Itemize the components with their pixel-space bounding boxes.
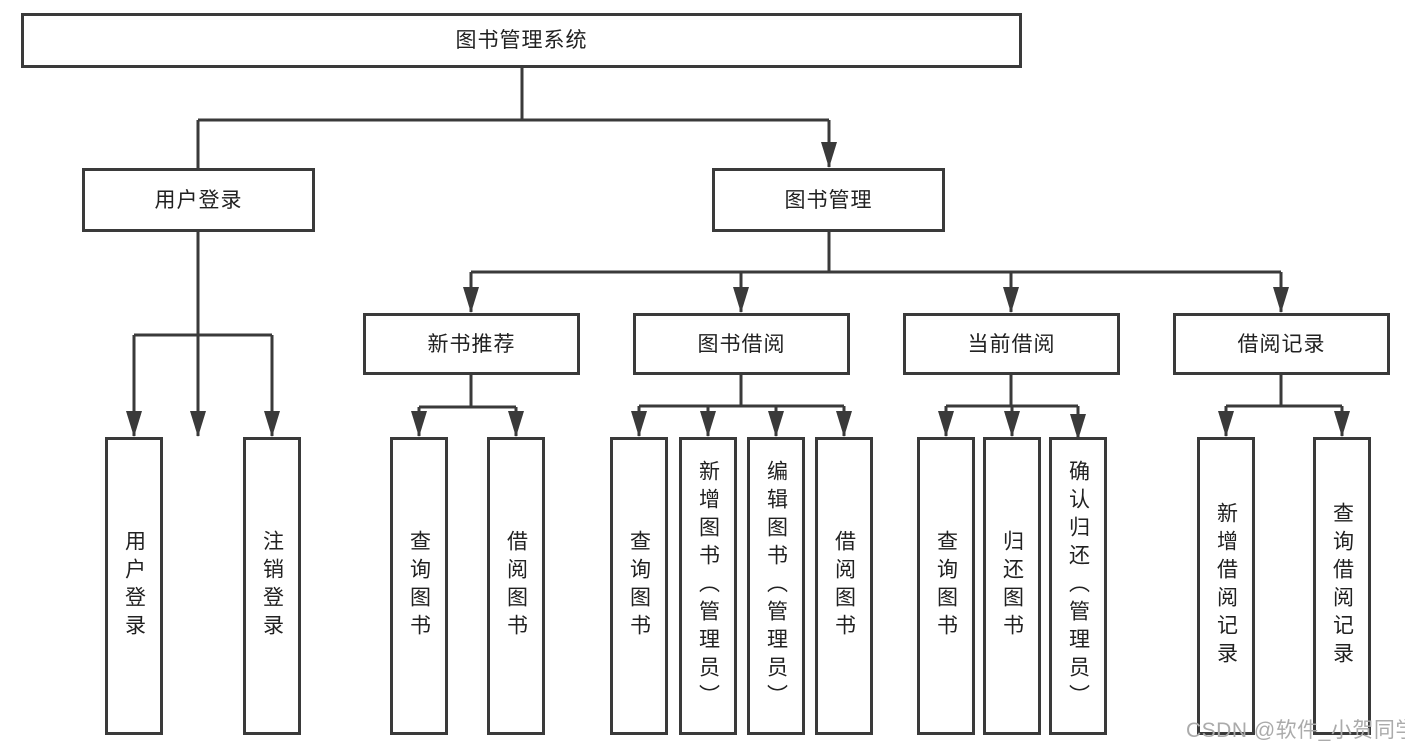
leaf-query-books-3: 查询图书: [917, 437, 975, 735]
node-label: 借阅记录: [1237, 332, 1326, 356]
node-root-label: 图书管理系统: [455, 29, 588, 52]
node-root-system: 图书管理系统: [21, 13, 1022, 68]
node-label: 新书推荐: [427, 332, 516, 356]
node-label: 图书管理: [784, 188, 873, 212]
node-label: 用户登录: [154, 188, 243, 212]
node-current-borrow: 当前借阅: [903, 313, 1120, 375]
csdn-watermark: CSDN @软件_小贺同学: [1186, 719, 1405, 742]
leaf-query-borrow-record: 查询借阅记录: [1313, 437, 1371, 735]
leaf-user-login: 用户登录: [105, 437, 163, 735]
leaf-borrow-books-2: 借阅图书: [815, 437, 873, 735]
leaf-query-books-1: 查询图书: [390, 437, 448, 735]
node-label: 图书借阅: [697, 332, 786, 356]
leaf-edit-books-admin: 编辑图书（管理员）: [747, 437, 805, 735]
leaf-logout: 注销登录: [243, 437, 301, 735]
node-borrow-records: 借阅记录: [1173, 313, 1390, 375]
node-book-management-module: 图书管理: [712, 168, 945, 232]
leaf-query-books-2: 查询图书: [610, 437, 668, 735]
leaf-borrow-books-1: 借阅图书: [487, 437, 545, 735]
leaf-return-books: 归还图书: [983, 437, 1041, 735]
node-new-book-recommend: 新书推荐: [363, 313, 580, 375]
node-user-login-module: 用户登录: [82, 168, 315, 232]
leaf-add-books-admin: 新增图书（管理员）: [679, 437, 737, 735]
node-label: 当前借阅: [967, 332, 1056, 356]
node-book-borrow: 图书借阅: [633, 313, 850, 375]
leaf-confirm-return-admin: 确认归还（管理员）: [1049, 437, 1107, 735]
leaf-add-borrow-record: 新增借阅记录: [1197, 437, 1255, 735]
